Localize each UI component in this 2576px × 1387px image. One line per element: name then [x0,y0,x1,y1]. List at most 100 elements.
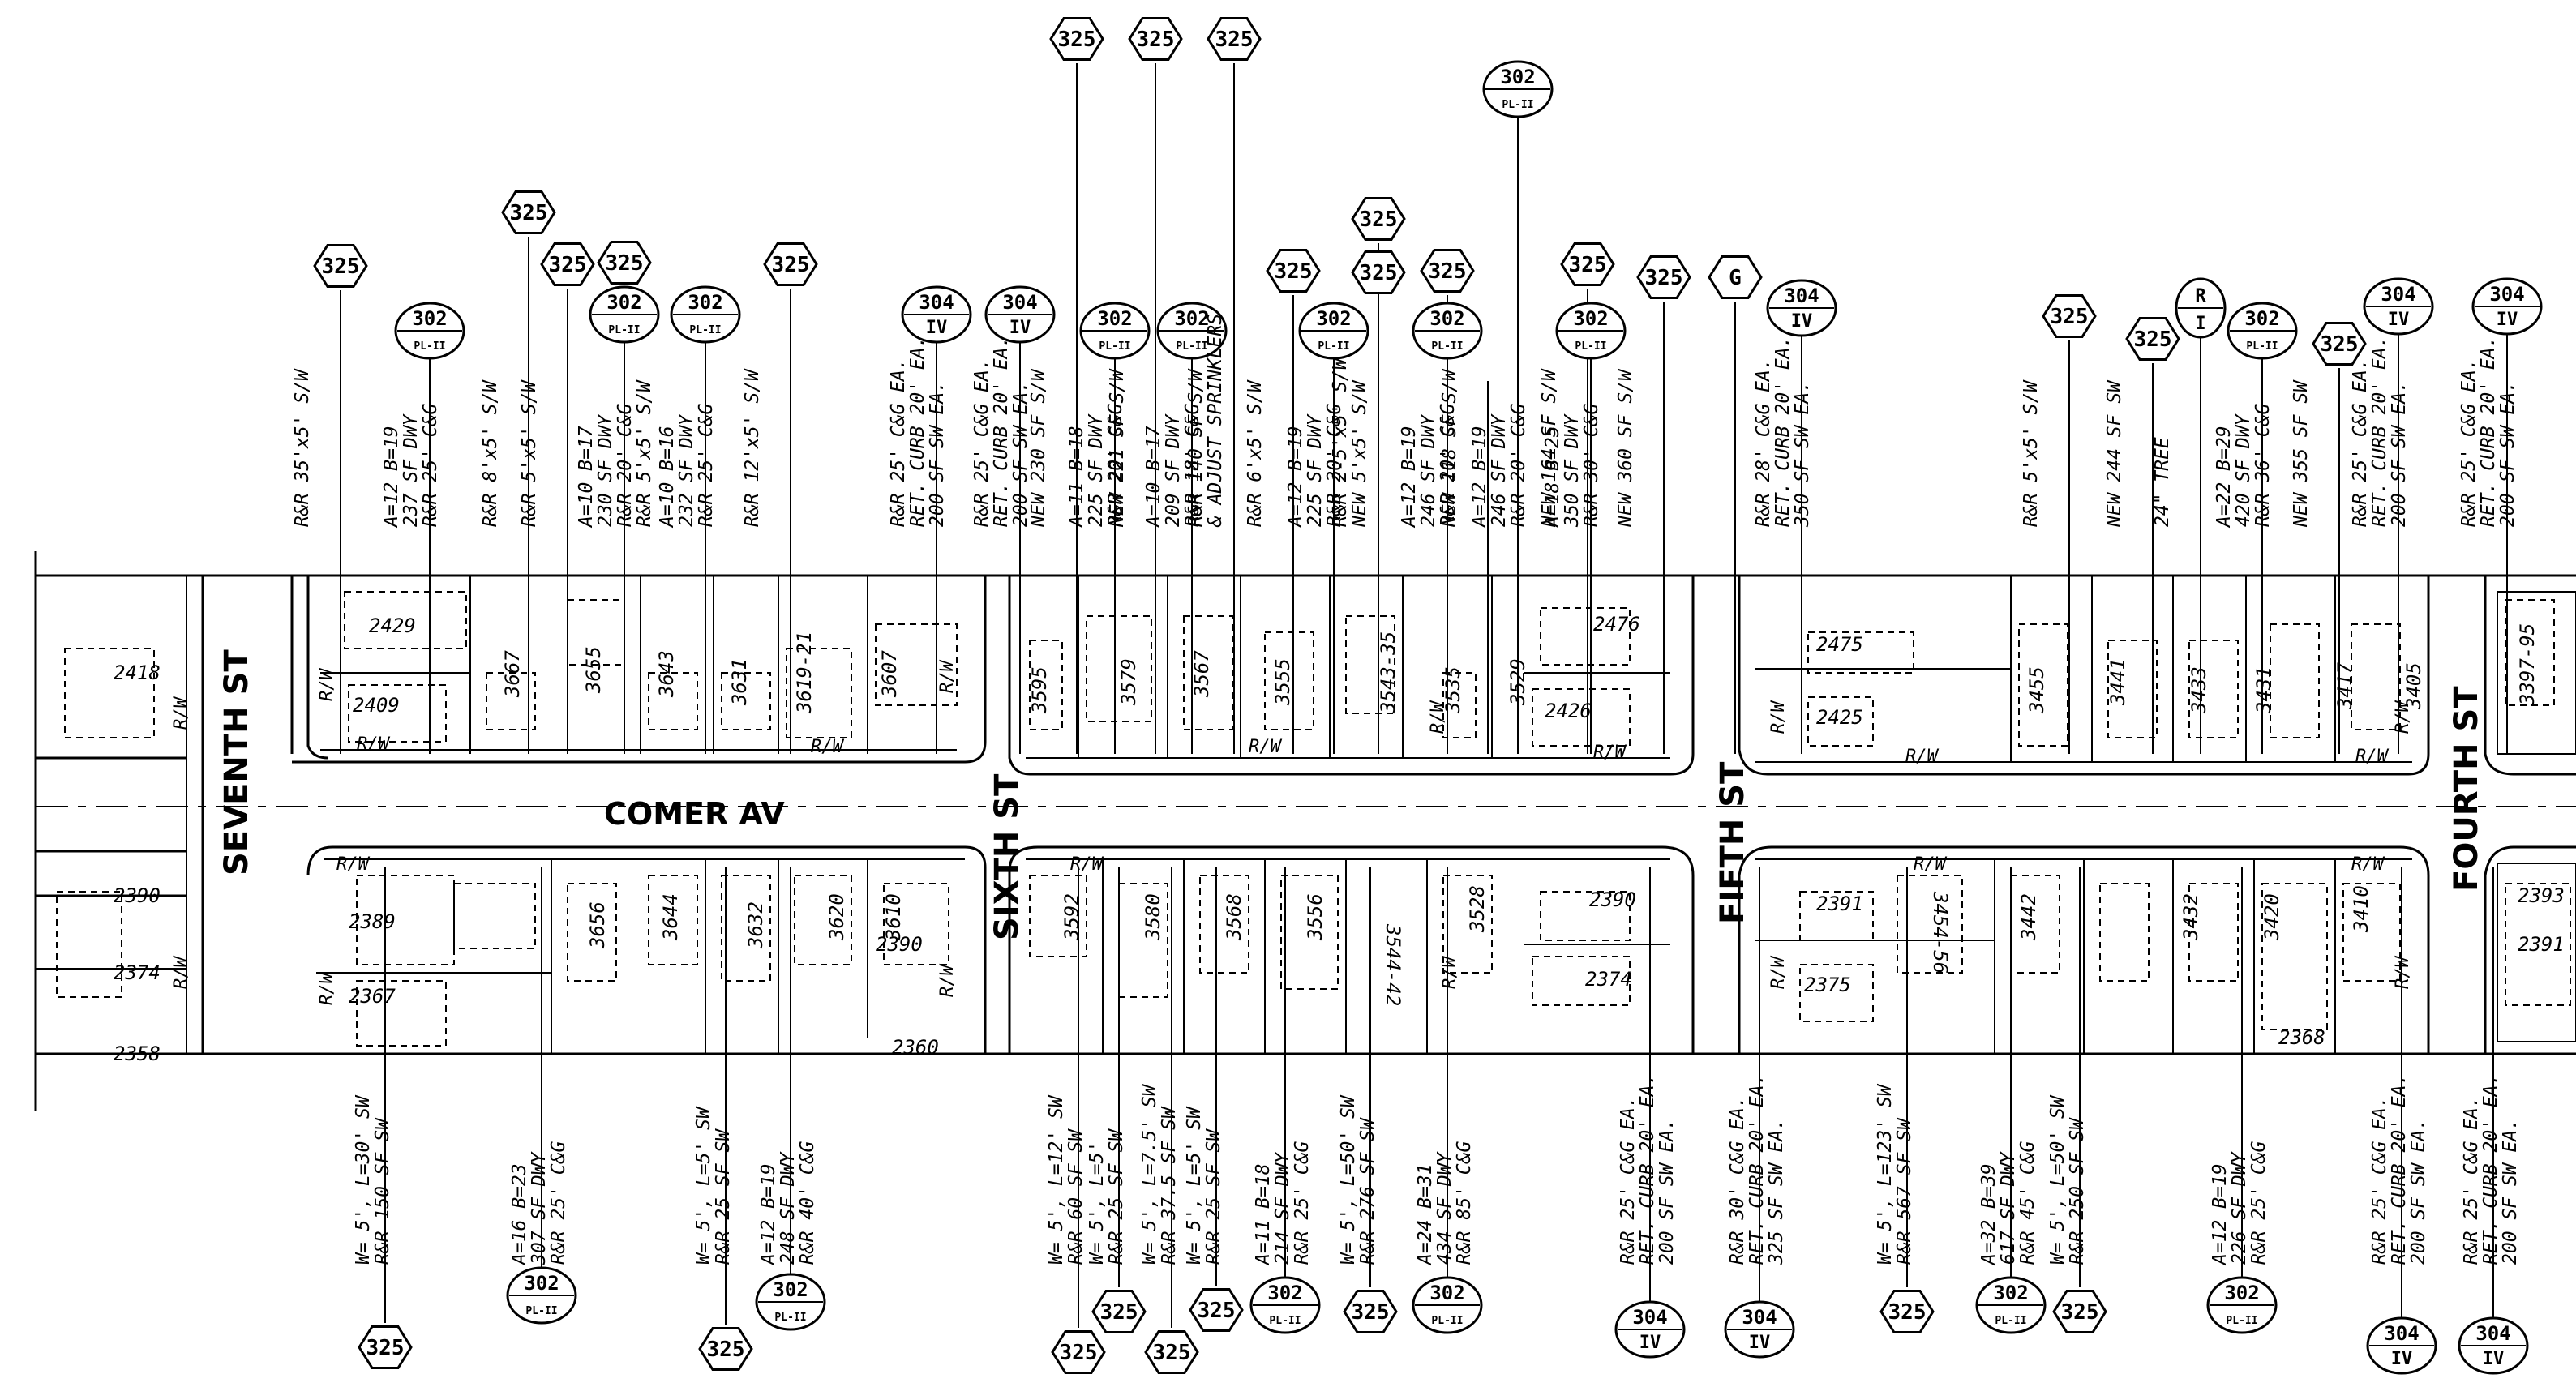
callout-number: 325 [1645,266,1683,290]
note-text-line: R&R 25' C&G EA. [971,358,992,527]
note-text-line: W= 5', L=50' SW [1338,1094,1359,1265]
house-number: 3619-21 [793,631,816,714]
callout-sheet: IV [1749,1333,1771,1353]
callout-number: 325 [1360,208,1398,232]
house-number: 3528 [1466,885,1489,933]
callout-number: 302 [2224,1282,2259,1304]
note-text-line: 420 SF DWY [2233,413,2254,527]
note-text-line: W= 5', L=50' SW [2047,1094,2068,1265]
callout-number: 325 [1198,1299,1236,1323]
callout-sheet: PL-II [1269,1315,1301,1327]
note-text-line: R&R 20' C&G [1324,404,1345,527]
note-text-line: A=16 B=23 [509,1163,530,1266]
bottom-note: R&R 25' C&G EA.RET. CURB 20' EA.200 SF S… [2366,867,2437,1375]
callout-sheet: PL-II [525,1305,557,1317]
house-number: 3442 [2017,893,2040,941]
house-number: 3535 [1442,666,1464,714]
house-number: 3397-95 [2516,623,2539,706]
note-text-line: R&R 36' C&G [2252,404,2274,527]
note-text-line: 307 SF DWY [529,1150,550,1265]
house-number: 3556 [1304,893,1327,941]
right-of-way-label: R/W [317,972,337,1005]
note-text-line: 209 SF DWY [1163,413,1184,527]
callout-number: 304 [2475,1322,2510,1345]
note-text-line: W= 5', L=30' SW [353,1094,374,1265]
house-number: 3454-56 [1929,891,1952,974]
callout-hexagon: 325 [2125,317,2180,361]
house-number: 2429 [369,614,416,637]
note-text-line: R&R 25' C&G [1292,1141,1313,1265]
house-number: 3592 [1061,893,1083,941]
note-text-line: R&R 567 SF SW [1894,1117,1915,1265]
building-footprints [56,591,2571,1047]
callout-hexagon: 325 [1351,197,1406,241]
note-text-line: A=24 B=31 [1415,1163,1436,1266]
note-text-line: R&R 6'x5' S/W [1245,379,1266,527]
note-text-line: R&R 25' C&G [548,1141,569,1265]
top-note: R&R 28' C&G EA.RET. CURB 20' EA.350 SF S… [1753,279,1837,754]
street-name-comer: COMER AV [604,796,785,832]
note-text-line: A=12 B=19 [758,1163,779,1266]
house-number: 3643 [655,650,678,698]
street-name-fifth: FIFTH ST [1714,761,1751,924]
note-text-line: 237 SF DWY [401,413,422,527]
house-number: 2476 [1593,613,1640,636]
house-number: 3632 [744,901,767,949]
bottom-note: W= 5', L=50' SWR&R 250 SF SW 325 [2047,867,2107,1333]
right-of-way-label: R/W [317,668,337,701]
top-note: R&R 25' C&G EA.RET. CURB 20' EA.200 SF S… [2350,277,2434,754]
note-text-line: R&R 37.5 SF SW [1159,1106,1180,1265]
street-name-seventh: SEVENTH ST [218,649,255,875]
note-text-line: W= 5', L=5' [1087,1141,1108,1265]
callout-hexagon: 325 [1091,1290,1147,1333]
note-text-line: 230 SF DWY [595,413,616,527]
callout-sheet: PL-II [1176,340,1207,353]
right-of-way-label: R/W [171,696,191,730]
note-text-line: RET. CURB 20' EA. [991,336,1012,527]
house-number: 3656 [586,901,609,949]
callout-hexagon: 325 [1049,17,1104,61]
callout-number: 325 [549,253,587,277]
note-text-line: 200 SF SW EA. [2500,1119,2521,1265]
top-note: R&R 25' C&G EA.RET. CURB 20' EA.200 SF S… [888,285,972,754]
callout-number: 325 [1275,259,1313,284]
callout-sheet: PL-II [1995,1315,2026,1327]
callout-number: 304 [2381,283,2415,306]
callout-number: 325 [1360,261,1398,285]
house-number: 3610 [882,893,905,941]
note-text-line: R&R 5'x5' S/W [2021,379,2042,527]
note-text-line: R&R 5'x5' S/W [634,379,655,527]
callout-hexagon: 325 [2052,1290,2107,1333]
right-of-way-label: R/W [1428,700,1448,734]
note-text-line: A=10 B=17 [576,426,597,529]
note-text-line: R&R 250 SF SW [2067,1117,2088,1265]
note-text-line: R&R 30' C&G EA. [1727,1096,1748,1265]
note-text-line: R&R 8'x5' S/W [480,379,501,527]
note-text-line: A=18 B=25 [1542,426,1563,529]
note-text-line: A=12 B=19 [1399,426,1420,529]
note-text-line: R&R 12'x5' S/W [742,368,763,527]
note-text-line: R&R 85' C&G [1454,1141,1475,1265]
note-text-line: RET. CURB 20' EA. [1772,336,1794,527]
callout-number: 302 [606,291,641,314]
